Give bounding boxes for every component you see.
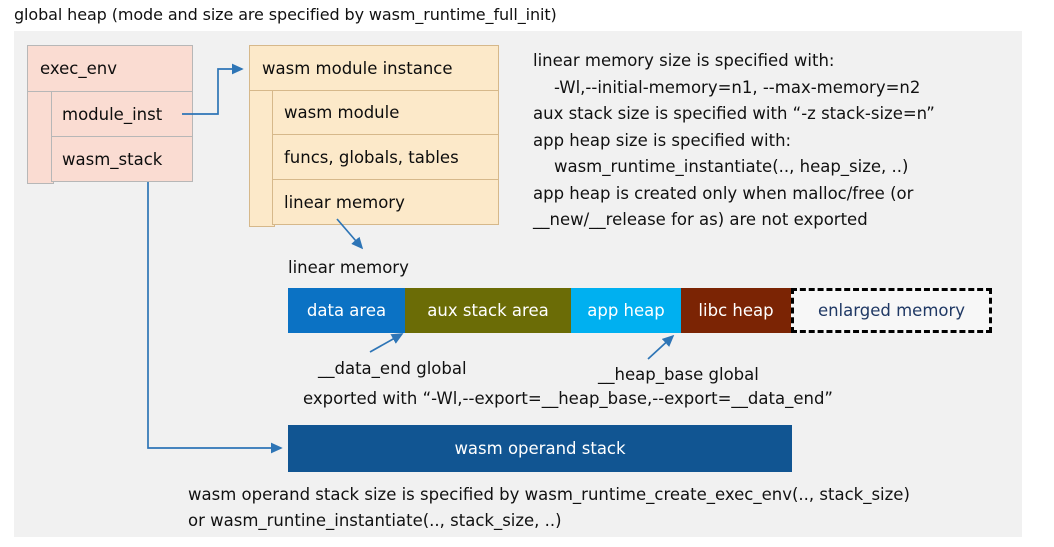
memory-segment-app-heap[interactable]: app heap: [571, 288, 681, 333]
memory-segment-enlarged-memory[interactable]: enlarged memory: [791, 288, 992, 333]
linear-memory-notes: linear memory size is specified with: -W…: [533, 51, 935, 229]
linear-memory-bar: data area aux stack area app heap libc h…: [288, 288, 992, 333]
page-title: global heap (mode and size are specified…: [14, 5, 557, 24]
exec-env-indent-column: [27, 91, 54, 184]
exec-env-group: exec_env module_inst wasm_stack: [27, 45, 193, 184]
module-instance-field-funcs-globals-tables[interactable]: funcs, globals, tables: [272, 134, 499, 180]
data-end-global-label: __data_end global: [318, 359, 467, 378]
exported-with-label: exported with “-Wl,--export=__heap_base,…: [303, 389, 833, 408]
module-instance-field-linear-memory[interactable]: linear memory: [272, 179, 499, 225]
exec-env-field-module-inst[interactable]: module_inst: [51, 91, 193, 137]
wasm-module-instance-header[interactable]: wasm module instance: [249, 45, 499, 91]
memory-segment-aux-stack-area[interactable]: aux stack area: [405, 288, 571, 333]
wasm-operand-stack-note: wasm operand stack size is specified by …: [188, 485, 910, 530]
wasm-module-instance-group: wasm module instance wasm module funcs, …: [249, 45, 499, 227]
linear-memory-caption: linear memory: [288, 258, 409, 277]
memory-segment-libc-heap[interactable]: libc heap: [681, 288, 791, 333]
heap-base-global-label: __heap_base global: [598, 365, 759, 384]
exec-env-header[interactable]: exec_env: [27, 45, 193, 92]
wasm-operand-stack-bar[interactable]: wasm operand stack: [288, 425, 792, 472]
memory-segment-data-area[interactable]: data area: [288, 288, 405, 333]
module-instance-field-wasm-module[interactable]: wasm module: [272, 90, 499, 135]
exec-env-field-wasm-stack[interactable]: wasm_stack: [51, 136, 193, 182]
